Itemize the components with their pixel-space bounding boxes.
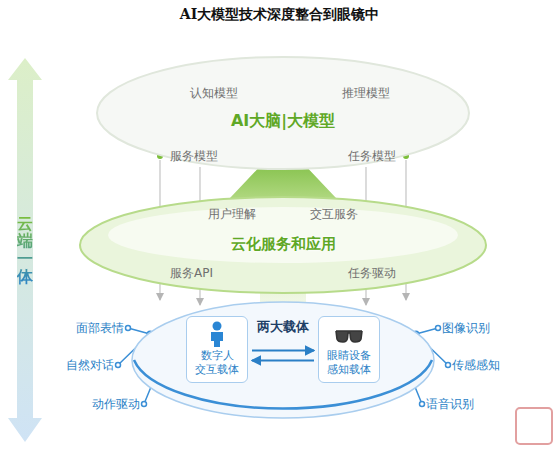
- text-label: 认知模型: [190, 86, 238, 100]
- connector-line: [252, 350, 314, 352]
- side-arrow: [8, 58, 42, 442]
- text-label: 图像识别: [442, 321, 490, 335]
- node-text: 眼睛设备 感知载体: [326, 349, 372, 377]
- text-label: 自然对话: [66, 358, 114, 372]
- icon-body: [211, 332, 223, 347]
- icon-glasses: [336, 331, 362, 342]
- text-label: 动作驱动: [92, 397, 140, 411]
- carrier-box: 眼睛设备 感知载体: [318, 316, 380, 383]
- text-label: 传感感知: [452, 358, 500, 372]
- carrier-box: 数字人 交互载体: [186, 316, 248, 383]
- person-icon: [202, 321, 232, 347]
- node-text: AI大脑|大模型: [95, 111, 471, 132]
- text-label: 推理模型: [342, 86, 390, 100]
- text-label: 服务API: [170, 266, 213, 280]
- text-label: 服务模型: [170, 149, 218, 163]
- diagram-title: AI大模型技术深度整合到眼镜中: [0, 6, 559, 24]
- text-label: 任务模型: [348, 149, 396, 163]
- layer-ellipse: AI大脑|大模型: [95, 55, 471, 171]
- node-text: 数字人 交互载体: [194, 349, 240, 377]
- icon-head: [213, 322, 222, 331]
- text-label: 任务驱动: [348, 266, 396, 280]
- watermark-frame: [516, 408, 552, 444]
- text-label: 面部表情: [76, 321, 124, 335]
- connector-line: [252, 360, 314, 362]
- ellipse-base-arc: [134, 360, 432, 409]
- text-label: 用户理解: [208, 207, 256, 221]
- text-label: 交互服务: [310, 207, 358, 221]
- glasses-icon: [334, 321, 364, 347]
- node-text: 两大载体: [130, 318, 436, 336]
- side-label: 云端一体: [17, 215, 33, 285]
- node-text: 云化服务和应用: [78, 235, 488, 254]
- text-label: 语音识别: [426, 397, 474, 411]
- layer-ellipse: 云化服务和应用: [78, 195, 488, 295]
